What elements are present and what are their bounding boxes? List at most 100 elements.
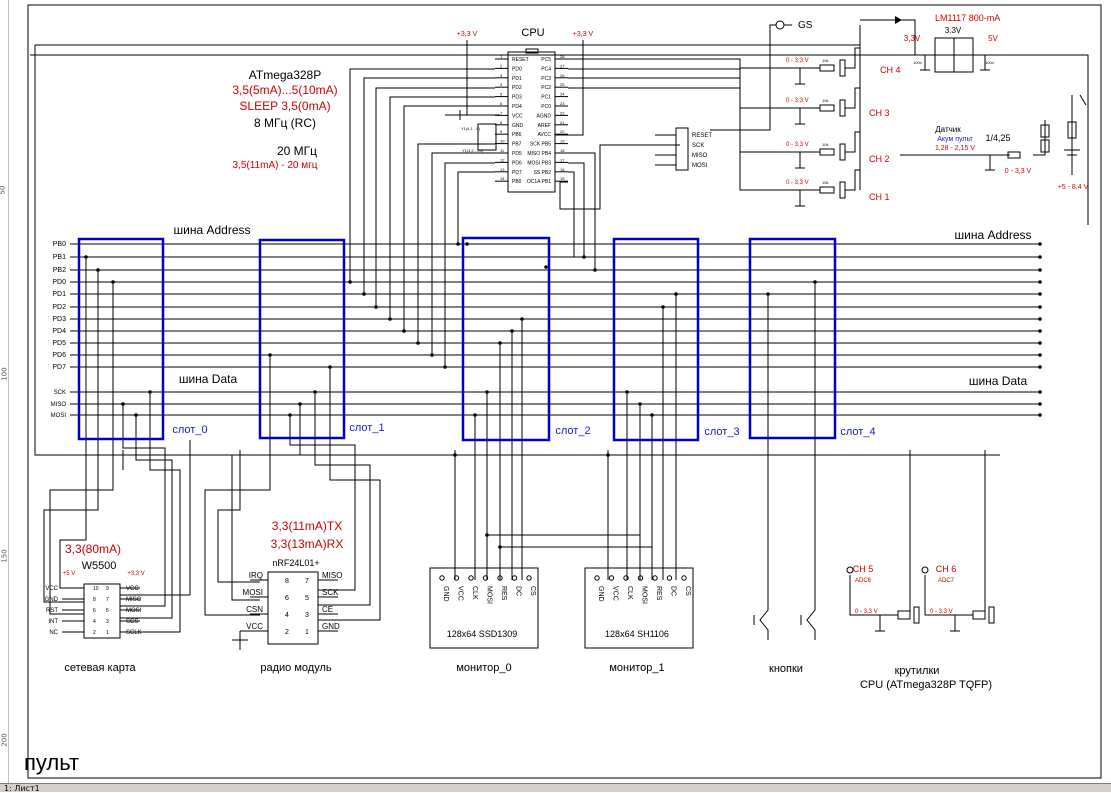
wire [806, 600, 816, 640]
junction-dot [465, 242, 469, 246]
monitor-caption: монитор_1 [609, 662, 664, 674]
connector-ring [921, 566, 929, 574]
bus-line-label: PD5 [52, 340, 66, 347]
monitor-pin-label: CS [684, 586, 691, 596]
nrf-pin-number: 3 [305, 612, 309, 619]
cpu-pin-label: AVCC [537, 132, 551, 138]
cpu-pin-label: RESET [512, 57, 529, 63]
nrf-caption: радио модуль [260, 662, 332, 674]
w5500-pin-label: RST [46, 608, 58, 614]
cpu-pin-number: 4 [500, 82, 503, 87]
w5500-pin-number: 5 [106, 608, 109, 614]
monitor-pin [453, 575, 460, 581]
wire [845, 169, 860, 191]
w5500-pin-label: MOSI [126, 608, 142, 614]
isp-label: MOSI [692, 163, 708, 169]
cpu-pin-number: 9 [500, 129, 503, 134]
slot-box [461, 236, 551, 442]
monitor-pin [623, 575, 629, 581]
cpu-pin-number: 14 [500, 176, 505, 181]
wire [35, 25, 861, 46]
junction-dot [388, 317, 392, 321]
monitor-name: 128x64 SSD1309 [447, 629, 518, 639]
pot-range: 0 - 3,3 V [786, 142, 809, 148]
junction-dot [298, 402, 302, 406]
cpu-pin-label: OC1A PB1 [527, 179, 551, 185]
junction-dot [328, 365, 332, 369]
battery-range: +5 - 8,4 V [1058, 184, 1089, 191]
junction-dot [134, 413, 138, 417]
sheet-tab[interactable]: 1: Лист1 [0, 783, 1111, 793]
cpu-pin-number: 16 [560, 167, 565, 172]
bus-line-label: PD3 [52, 316, 66, 323]
nrf-name: nRF24L01+ [272, 558, 319, 568]
junction-dot [148, 390, 152, 394]
cpu-pin-label: PD0 [512, 66, 522, 72]
wire [431, 152, 495, 355]
cpu-pin-number: 25 [560, 82, 565, 87]
sensor-pot-range: 0 - 3,3 V [1005, 168, 1032, 175]
cpu-clock-rc: 8 МГц (RC) [254, 116, 316, 130]
potentiometer [988, 606, 995, 624]
nrf-pin-number: 7 [305, 578, 309, 585]
cpu-pin-label: PC3 [541, 76, 551, 82]
resistor-label: 10k [822, 58, 828, 63]
component-outlines [27, 4, 1102, 779]
nrf-pin-label: VCC [246, 622, 263, 631]
resistor [819, 186, 835, 194]
w5500-pin-number: 8 [93, 597, 96, 603]
resistor-label: 10k [822, 98, 828, 103]
junction-dot [813, 280, 817, 284]
junction-dot [674, 292, 678, 296]
bus-line-label: MOSI [51, 413, 67, 419]
channel-label: CH 4 [880, 65, 901, 75]
cpu-clock-ext: 20 МГц [277, 144, 317, 158]
channel-label: CH 3 [869, 108, 890, 118]
monitor-pin [594, 575, 600, 581]
left-ruler: 50 100 150 200 [0, 0, 9, 783]
wire [1079, 94, 1087, 106]
resistor [1040, 124, 1050, 138]
cpu-pin-label: PD1 [512, 76, 522, 82]
w5500-current: 3,3(80mA) [65, 542, 121, 556]
junction-dot [766, 292, 770, 296]
regulator-label: LM1117 800-mA [935, 13, 1000, 23]
wire [389, 96, 495, 319]
cpu-pin-label: VCC [512, 113, 523, 119]
cpu-pin-label: SCK PB5 [530, 142, 551, 148]
nrf-pin-label: CSN [246, 605, 263, 614]
cpu-pin-number: 3 [500, 73, 503, 78]
cpu-pin-label: PD2 [512, 85, 522, 91]
cpu-pin-number: 11 [500, 148, 505, 153]
cpu-pin-number: 1 [500, 54, 503, 59]
pot-range: 0 - 3,3 V [930, 609, 953, 615]
monitor-pin-label: VCC [612, 586, 619, 601]
wire [568, 58, 760, 69]
potentiometer [839, 143, 846, 161]
junction-dot [1038, 365, 1042, 369]
wire [363, 77, 495, 294]
cpu-pin-number: 22 [560, 110, 565, 115]
junction-dot [1038, 353, 1042, 357]
cpu-pin-number: 24 [560, 92, 565, 97]
junction-dot [402, 329, 406, 333]
bus-line-label: SCK [54, 390, 66, 396]
monitor-pin-label: CLK [471, 586, 478, 600]
regulator-chip [934, 37, 974, 73]
junction-dot [1038, 402, 1042, 406]
wire [349, 68, 495, 282]
wire [845, 87, 860, 109]
wire [314, 392, 371, 606]
monitor-caption: монитор_0 [456, 662, 511, 674]
resistor [897, 610, 911, 620]
rail-5: 5V [988, 34, 998, 43]
cpu-pin-label: PC1 [541, 95, 551, 101]
junction-dot [582, 255, 586, 259]
nrf-pin-number: 2 [285, 629, 289, 636]
sensor-label: Датчик [935, 125, 961, 134]
potentiometer [839, 59, 846, 77]
resistor-label: 10k [822, 142, 828, 147]
w5500-pin-label: VCC [126, 586, 139, 592]
junction-dot [485, 390, 489, 394]
